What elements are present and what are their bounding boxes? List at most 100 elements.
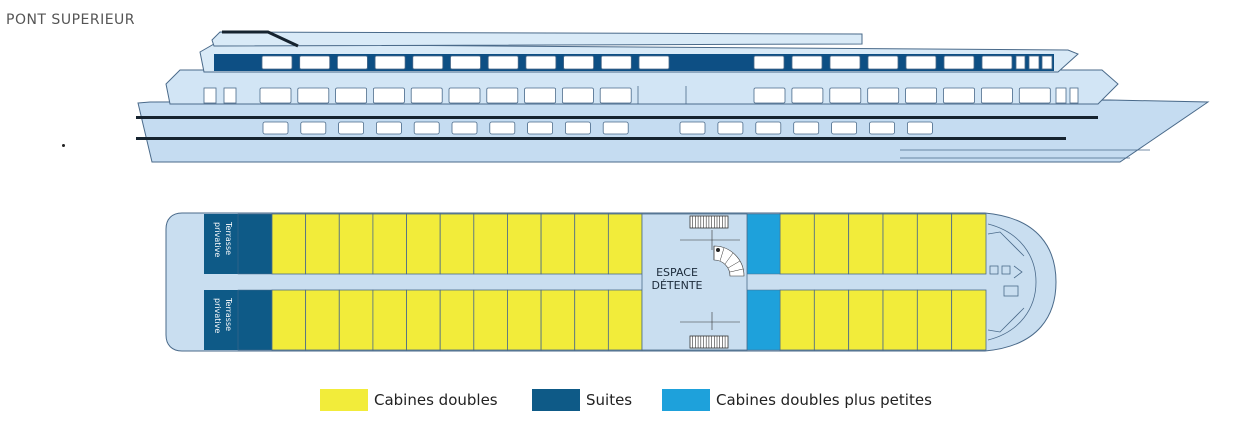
legend-label: Cabines doubles <box>374 391 498 409</box>
hull-portholes <box>262 121 933 135</box>
suite-bottom <box>237 289 273 351</box>
hull-stripe-top <box>136 116 1098 119</box>
bow-window <box>1055 87 1067 104</box>
hull-porthole <box>375 121 402 135</box>
espace-label-2: DÉTENTE <box>652 279 703 292</box>
espace-label-1: ESPACE <box>656 266 698 279</box>
legend-swatch <box>320 389 368 411</box>
central-corridor <box>204 274 780 290</box>
double-cabin-top <box>305 213 340 275</box>
hull-porthole <box>413 121 440 135</box>
hull-porthole <box>489 121 516 135</box>
double-cabin-top <box>951 213 987 275</box>
main-window <box>1018 87 1051 104</box>
upper-window <box>336 55 368 70</box>
double-cabin-bottom <box>813 289 850 351</box>
main-window <box>410 87 443 104</box>
double-cabin-top <box>372 213 407 275</box>
legend-item-suites: Suites <box>532 388 632 412</box>
double-cabins <box>271 213 987 351</box>
upper-window <box>412 55 444 70</box>
legend-swatch <box>662 389 710 411</box>
double-cabin-top <box>574 213 609 275</box>
main-window <box>867 87 900 104</box>
terrace-label-bottom-2: privative <box>213 298 222 333</box>
main-window <box>829 87 862 104</box>
upper-window <box>1015 55 1026 70</box>
upper-window <box>261 55 293 70</box>
terrace-bottom <box>204 290 238 350</box>
double-cabin-bottom <box>951 289 987 351</box>
stray-dot <box>62 144 65 147</box>
hull-porthole <box>527 121 553 135</box>
double-cabin-bottom <box>271 289 307 351</box>
double-cabin-bottom <box>607 289 643 351</box>
upper-window <box>791 55 823 70</box>
double-cabin-top <box>916 213 953 275</box>
upper-windows <box>261 55 1053 70</box>
hull-bow-lines <box>900 149 1150 159</box>
hull-porthole <box>907 121 933 135</box>
double-cabin-top <box>779 213 815 275</box>
upper-window <box>1041 55 1053 70</box>
double-cabin-bottom <box>406 289 441 351</box>
stairs-top-icon <box>689 215 729 229</box>
double-cabin-bottom <box>305 289 340 351</box>
main-window <box>562 87 594 104</box>
legend-item-cabines-doubles: Cabines doubles <box>320 388 498 412</box>
hull-body <box>137 99 1210 163</box>
double-cabin-top <box>540 213 576 275</box>
double-cabin-top <box>439 213 475 275</box>
upper-window <box>374 55 406 70</box>
double-cabin-bottom <box>574 289 609 351</box>
upper-window <box>450 55 481 70</box>
upper-window <box>600 55 632 70</box>
double-cabin-bottom <box>507 289 542 351</box>
hull-porthole <box>831 121 857 135</box>
main-window <box>943 87 975 104</box>
suite-top <box>237 213 273 275</box>
main-window <box>372 87 405 104</box>
double-cabin-bottom <box>779 289 815 351</box>
main-window <box>448 87 481 104</box>
double-cabin-top <box>607 213 643 275</box>
main-window <box>791 87 824 104</box>
main-window <box>905 87 937 104</box>
main-window <box>335 87 368 104</box>
double-cabin-top <box>848 213 884 275</box>
spiral-stair-icon <box>713 245 745 277</box>
double-cabin-top <box>406 213 441 275</box>
main-window <box>981 87 1013 104</box>
double-cabin-bottom <box>372 289 407 351</box>
main-window <box>297 87 330 104</box>
upper-window <box>905 55 937 70</box>
main-window <box>524 87 556 104</box>
double-cabin-top <box>271 213 307 275</box>
hull-porthole <box>451 121 478 135</box>
sun-deck-rail <box>222 30 299 48</box>
main-window <box>753 87 786 104</box>
double-cabin-bottom <box>848 289 884 351</box>
hull-stripe-bottom <box>136 137 1066 140</box>
upper-window <box>299 55 331 70</box>
main-windows <box>259 87 1051 104</box>
legend-label: Cabines doubles plus petites <box>716 391 932 409</box>
hull-porthole <box>869 121 895 135</box>
double-cabin-bottom <box>473 289 508 351</box>
main-window <box>259 87 292 104</box>
hull-porthole <box>679 121 706 135</box>
upper-window <box>829 55 861 70</box>
double-cabin-bottom <box>916 289 953 351</box>
upper-window <box>753 55 785 70</box>
espace-detente <box>641 213 748 351</box>
upper-window <box>525 55 557 70</box>
double-cabin-top <box>473 213 508 275</box>
double-cabin-top <box>813 213 850 275</box>
terrace-label-bottom-1: Terrasse <box>224 297 233 331</box>
double-cabin-bottom <box>439 289 475 351</box>
double-cabin-top <box>507 213 542 275</box>
upper-window <box>943 55 975 70</box>
legend-label: Suites <box>586 391 633 409</box>
legend-item-cabines-doubles-plus-petites: Cabines doubles plus petites <box>662 388 932 412</box>
